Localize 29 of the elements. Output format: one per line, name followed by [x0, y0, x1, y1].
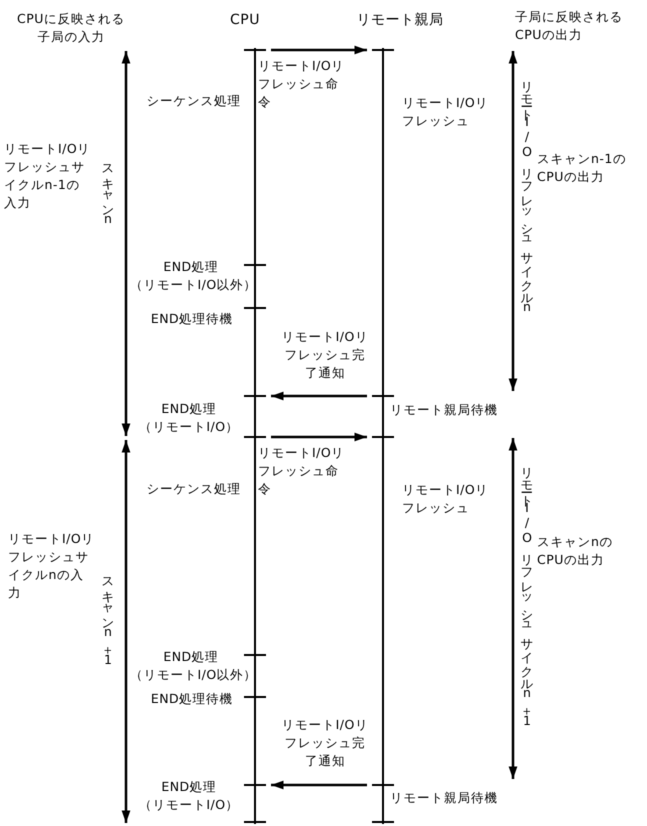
- phase-label: リモート親局待機: [390, 401, 499, 419]
- phase-label: END処理（リモートI/O）: [138, 400, 240, 436]
- scan-label: スキャンn＋1: [101, 568, 114, 667]
- cycle-label: リモートI/Oリフレッシュサイクルn: [520, 72, 532, 314]
- phase-label: シーケンス処理: [145, 92, 242, 110]
- phase-label: END処理待機: [150, 690, 234, 708]
- phase-label: リモート親局待機: [390, 789, 499, 807]
- scan-label: スキャンn: [101, 155, 114, 226]
- phase-label: END処理（リモートI/O以外）: [130, 258, 252, 294]
- column-heading: 子局に反映されるCPUの出力: [515, 8, 624, 44]
- arrow: [271, 46, 367, 54]
- phase-label: シーケンス処理: [145, 480, 242, 498]
- arrow: [271, 780, 367, 790]
- phase-label: END処理（リモートI/O）: [138, 778, 240, 814]
- lifeline: [371, 48, 395, 824]
- column-heading: CPUに反映される子局の入力: [16, 10, 126, 46]
- phase-label: END処理待機: [150, 310, 234, 328]
- output-label: スキャンnのCPUの出力: [537, 533, 614, 570]
- cycle-label: リモートI/Oリフレッシュサイクルnの入力: [8, 530, 96, 602]
- output-label: スキャンn-1のCPUの出力: [537, 150, 628, 186]
- phase-label: リモートI/Oリフレッシュ: [402, 94, 490, 130]
- phase-label: リモートI/Oリフレッシュ: [402, 481, 490, 518]
- cycle-label: リモートI/Oリフレッシュサイクルn-1の入力: [4, 140, 92, 212]
- phase-label: END処理（リモートI/O以外）: [130, 648, 252, 684]
- arrow: [271, 432, 367, 442]
- arrow: [271, 392, 367, 400]
- cycle-label: リモートI/Oリフレッシュサイクルn＋1: [520, 458, 532, 728]
- column-heading: CPU: [229, 11, 261, 30]
- column-heading: リモート親局: [356, 11, 444, 30]
